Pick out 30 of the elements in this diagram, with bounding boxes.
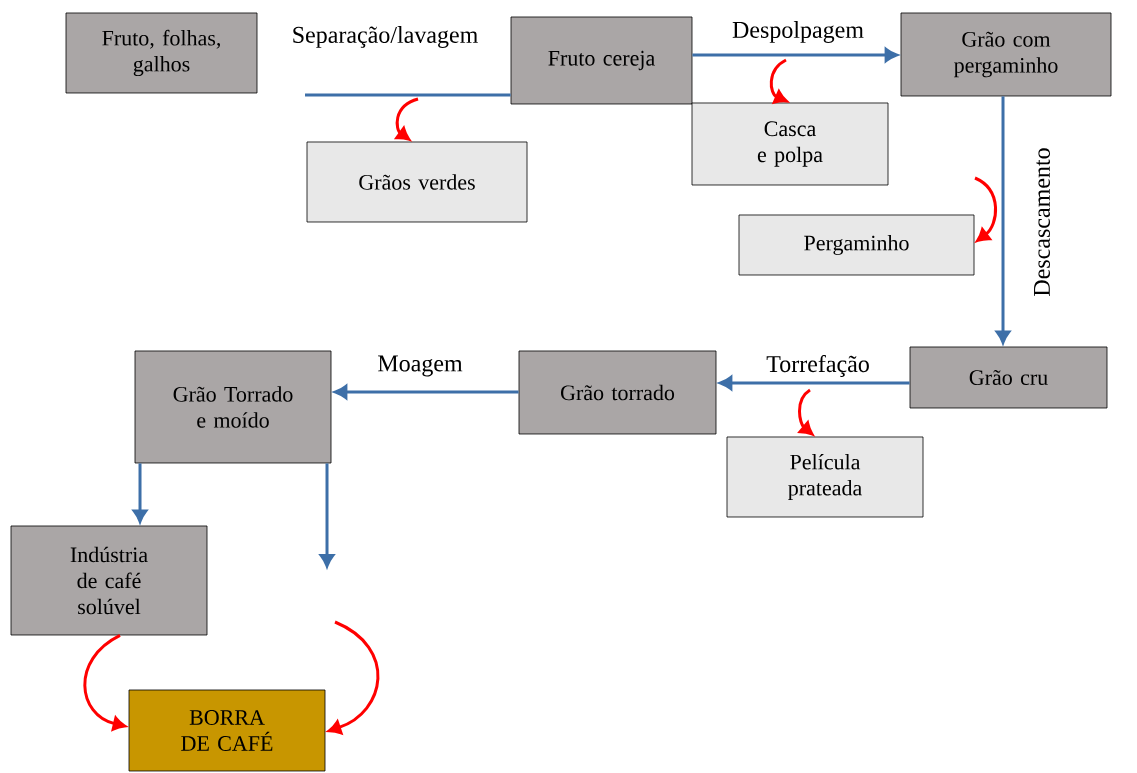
edge-label: Separação/lavagem — [290, 25, 480, 49]
process-box: Fruto, folhas, galhos — [65, 12, 258, 94]
process-box: Grão cru — [909, 346, 1108, 409]
process-box: Indústria de café solúvel — [10, 525, 208, 636]
curved-arrow — [974, 176, 997, 242]
process-box: Grão com pergaminho — [900, 12, 1112, 97]
edge-label: Moagem — [376, 354, 464, 378]
curved-arrow — [327, 620, 380, 735]
edge-label: Despolpagem — [731, 20, 865, 44]
edge-label: Torrefação — [765, 354, 871, 378]
process-box: Grão torrado — [518, 350, 717, 435]
curved-arrow — [83, 634, 126, 731]
process-box: Grãos verdes — [306, 141, 528, 223]
process-box: Película prateada — [726, 436, 924, 518]
arrow — [995, 96, 1011, 344]
process-box: Casca e polpa — [691, 102, 889, 186]
arrow — [334, 384, 519, 400]
curved-arrow — [395, 97, 419, 141]
edge-label: Descascamento — [1033, 146, 1051, 298]
curved-arrow — [798, 388, 814, 436]
arrow — [132, 463, 148, 523]
line — [305, 93, 511, 97]
arrow — [692, 47, 898, 63]
arrow — [719, 375, 910, 391]
process-box: Pergaminho — [738, 214, 975, 276]
arrow — [319, 463, 335, 568]
process-box: BORRA DE CAFÉ — [128, 689, 326, 772]
curved-arrow — [769, 58, 788, 104]
process-box: Grão Torrado e moído — [134, 350, 332, 464]
process-box: Fruto cereja — [510, 16, 693, 105]
